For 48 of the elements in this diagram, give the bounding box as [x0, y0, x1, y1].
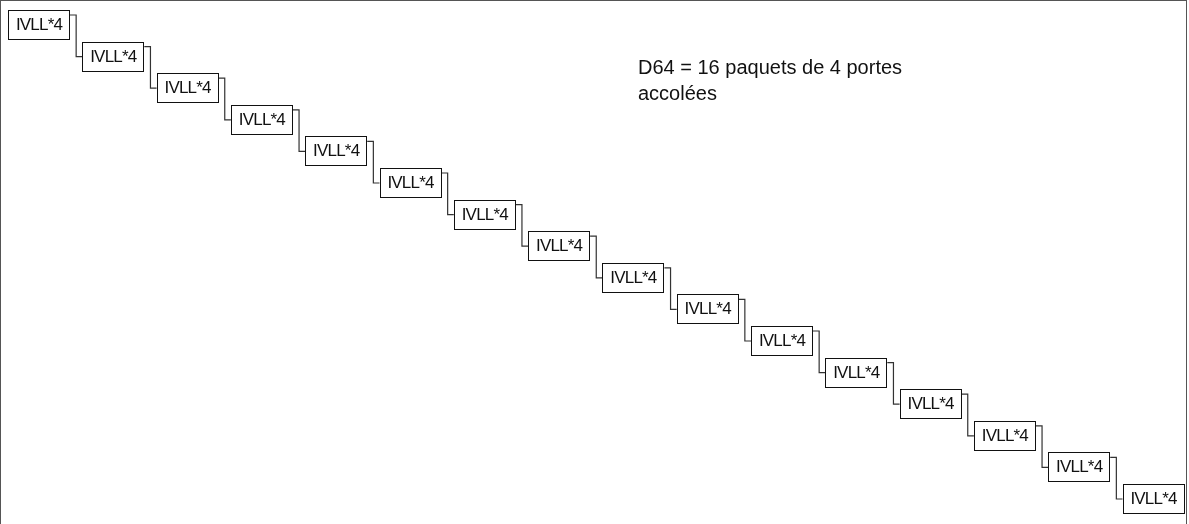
gate-box [82, 41, 145, 72]
box-label: IVLL*4 [1056, 457, 1103, 478]
gate-box [825, 357, 888, 388]
box-label: IVLL*4 [387, 173, 434, 193]
box-label: IVLL*4 [758, 331, 806, 351]
gate-box [156, 73, 219, 104]
gate-box [305, 136, 368, 167]
box-label: IVLL*4 [1130, 489, 1177, 509]
connector-line [738, 298, 752, 342]
box-label: IVLL*4 [907, 394, 954, 415]
gate-box [676, 294, 739, 325]
connector-line [366, 140, 381, 184]
connector-line [69, 14, 83, 58]
gate-box [379, 168, 442, 198]
connector-line [292, 109, 306, 152]
gate-box [528, 231, 591, 262]
gate-box [1122, 484, 1185, 514]
box-label: IVLL*4 [90, 46, 137, 67]
gate-box [230, 104, 293, 135]
gate-box [1048, 452, 1111, 483]
box-label: IVLL*4 [981, 425, 1028, 446]
connector-line [961, 393, 975, 437]
box-label: IVLL*4 [833, 362, 880, 383]
box-label: IVLL*4 [313, 141, 360, 162]
box-label: IVLL*4 [15, 15, 63, 35]
connector-line [1109, 456, 1124, 500]
gate-box [751, 326, 813, 356]
box-label: IVLL*4 [164, 78, 211, 99]
box-label: IVLL*4 [610, 267, 657, 288]
box-label: IVLL*4 [461, 204, 508, 225]
connector-line [812, 330, 826, 374]
gate-box [899, 389, 962, 420]
connector-line [663, 267, 678, 310]
box-label: IVLL*4 [238, 109, 285, 130]
connector-line [1035, 425, 1049, 468]
box-label: IVLL*4 [684, 299, 731, 320]
connector-line [143, 46, 158, 89]
gate-box [8, 10, 70, 40]
connector-line [440, 172, 455, 216]
gate-box [453, 199, 516, 230]
gate-box [973, 420, 1036, 451]
box-label: IVLL*4 [535, 236, 583, 257]
connector-line [886, 362, 901, 405]
connector-line [218, 77, 232, 121]
gate-box [602, 262, 665, 293]
connector-line [589, 235, 603, 279]
note-text: D64 = 16 paquets de 4 portes accolées [638, 55, 904, 106]
connector-line [515, 204, 529, 247]
